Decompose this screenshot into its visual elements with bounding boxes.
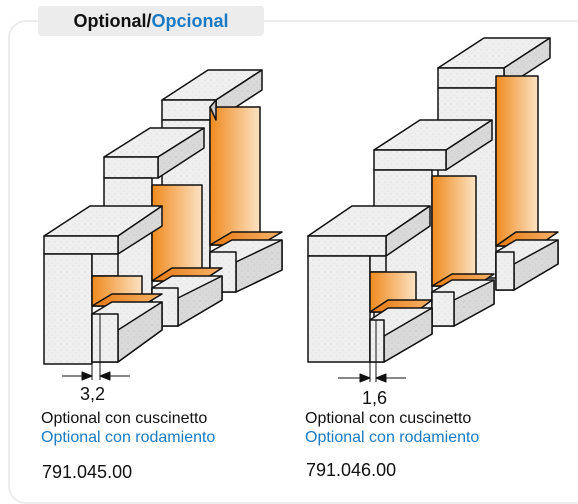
left-dimension-value: 3,2 (80, 384, 106, 404)
right-dimension-arrows (338, 320, 406, 383)
right-joint-diagram (307, 37, 559, 383)
left-joint-diagram (43, 69, 283, 381)
left-block-front (43, 205, 163, 365)
right-dimension-value: 1,6 (362, 388, 388, 408)
header-label-italian: Optional (73, 10, 147, 31)
right-desc-spanish: Optional con rodamiento (305, 429, 480, 446)
right-product-description: Optional con cuscinetto Optional con rod… (305, 409, 479, 447)
left-dimension-arrows (62, 314, 130, 381)
right-block-front (307, 205, 433, 363)
right-block-middle (373, 119, 495, 327)
header-label-spanish: Opcional (151, 10, 229, 31)
left-block-middle (103, 127, 223, 329)
left-desc-spanish: Optional con rodamiento (41, 429, 216, 446)
left-product-code: 791.045.00 (42, 462, 133, 482)
joint-illustration (43, 37, 559, 383)
header-tab: Optional / Opcional (38, 6, 264, 36)
left-desc-italian: Optional con cuscinetto (41, 410, 208, 427)
right-product-code: 791.046.00 (306, 460, 397, 480)
right-desc-italian: Optional con cuscinetto (305, 410, 472, 427)
left-product-description: Optional con cuscinetto Optional con rod… (41, 409, 215, 447)
header-separator: / (146, 10, 152, 31)
